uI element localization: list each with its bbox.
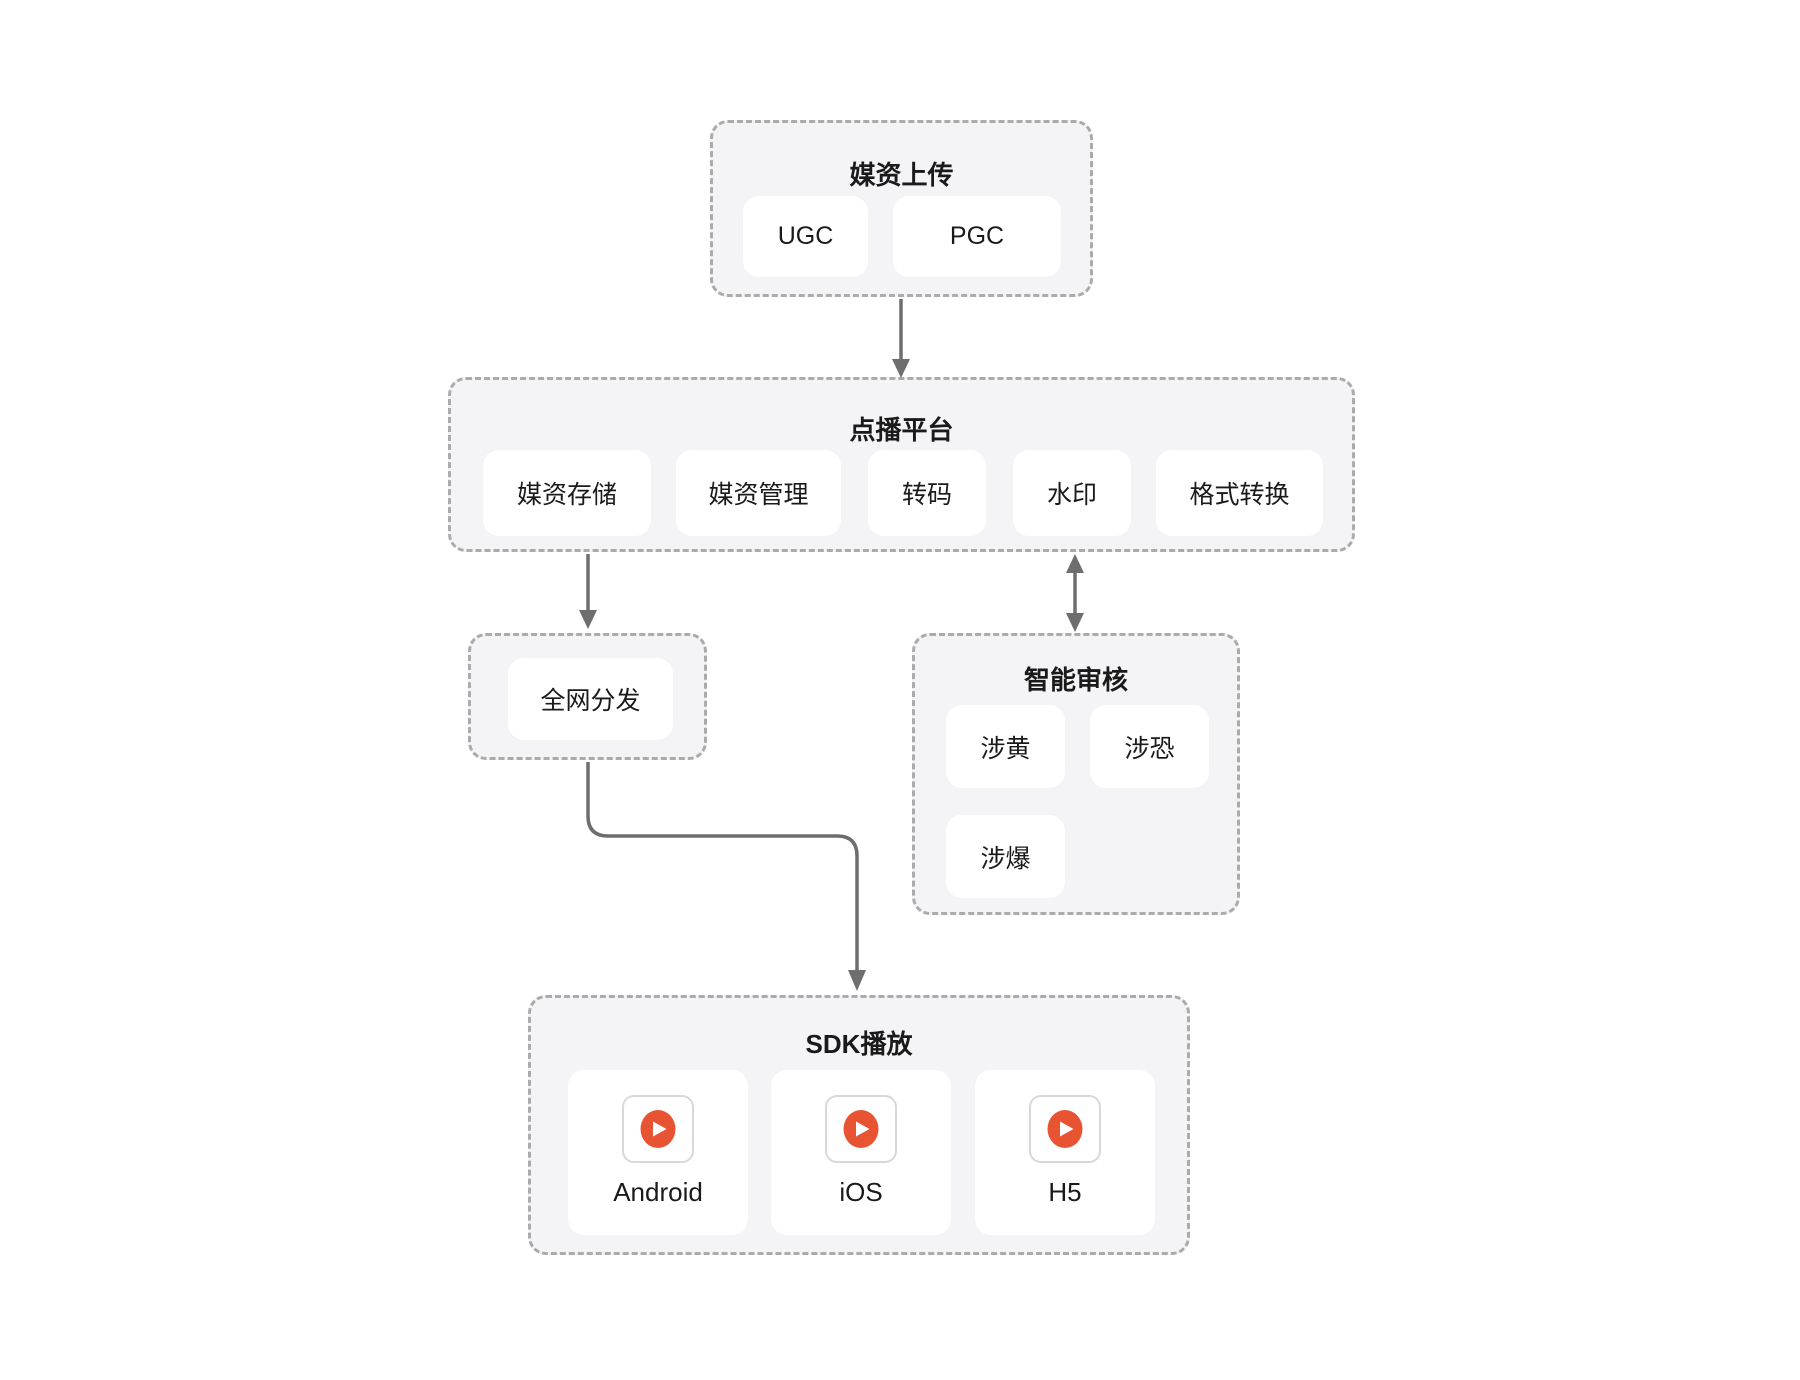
node-label: 媒资管理 (708, 481, 809, 509)
upload-node-pgc: PGC (893, 196, 1061, 277)
node-label: 涉恐 (1124, 734, 1175, 763)
vod-platform-group: 点播平台 媒资存储 媒资管理 转码 水印 格式转换 (448, 377, 1355, 552)
arrowhead-down-icon (1066, 613, 1084, 632)
sdk-playback-group: SDK播放 Android iOS (528, 995, 1190, 1255)
upload-node-ugc: UGC (743, 196, 868, 277)
play-icon (825, 1095, 897, 1163)
vod-platform-group-title: 点播平台 (849, 415, 954, 445)
sdk-playback-group-title: SDK播放 (805, 1029, 913, 1059)
node-label: 转码 (901, 481, 952, 509)
node-label: H5 (1048, 1177, 1082, 1207)
node-label: iOS (839, 1177, 883, 1207)
node-label: 水印 (1046, 481, 1097, 509)
sdk-node-h5: H5 (975, 1070, 1155, 1235)
arrowhead-up-icon (1066, 554, 1084, 573)
arrow-distribution-to-sdk (586, 762, 859, 972)
node-label: PGC (949, 222, 1005, 250)
vod-node-watermark: 水印 (1013, 450, 1131, 536)
arrowhead-down-icon (892, 359, 910, 378)
vod-node-media-storage: 媒资存储 (483, 450, 651, 536)
arrowhead-down-icon (579, 610, 597, 629)
node-label: 全网分发 (540, 687, 641, 715)
node-label: Android (613, 1177, 703, 1207)
sdk-node-android: Android (568, 1070, 748, 1235)
node-label: 涉黄 (980, 734, 1031, 763)
node-label: 格式转换 (1189, 481, 1290, 509)
play-icon (1029, 1095, 1101, 1163)
distribution-node: 全网分发 (508, 658, 673, 740)
distribution-group: 全网分发 (468, 633, 707, 760)
review-group: 智能审核 涉黄 涉恐 涉爆 (912, 633, 1240, 915)
review-node-terror: 涉恐 (1090, 705, 1209, 788)
vod-node-media-management: 媒资管理 (676, 450, 841, 536)
node-label: 涉爆 (980, 844, 1031, 873)
review-node-explosive: 涉爆 (946, 815, 1065, 898)
review-group-title: 智能审核 (1023, 665, 1128, 695)
sdk-node-ios: iOS (771, 1070, 951, 1235)
node-label: 媒资存储 (516, 481, 617, 509)
vod-node-transcoding: 转码 (868, 450, 986, 536)
vod-node-format-conversion: 格式转换 (1156, 450, 1323, 536)
node-label: UGC (777, 222, 834, 250)
review-node-porn: 涉黄 (946, 705, 1065, 788)
play-icon (622, 1095, 694, 1163)
upload-group-title: 媒资上传 (849, 160, 954, 190)
arrowhead-down-icon (848, 970, 866, 991)
upload-group: 媒资上传 UGC PGC (710, 120, 1093, 297)
